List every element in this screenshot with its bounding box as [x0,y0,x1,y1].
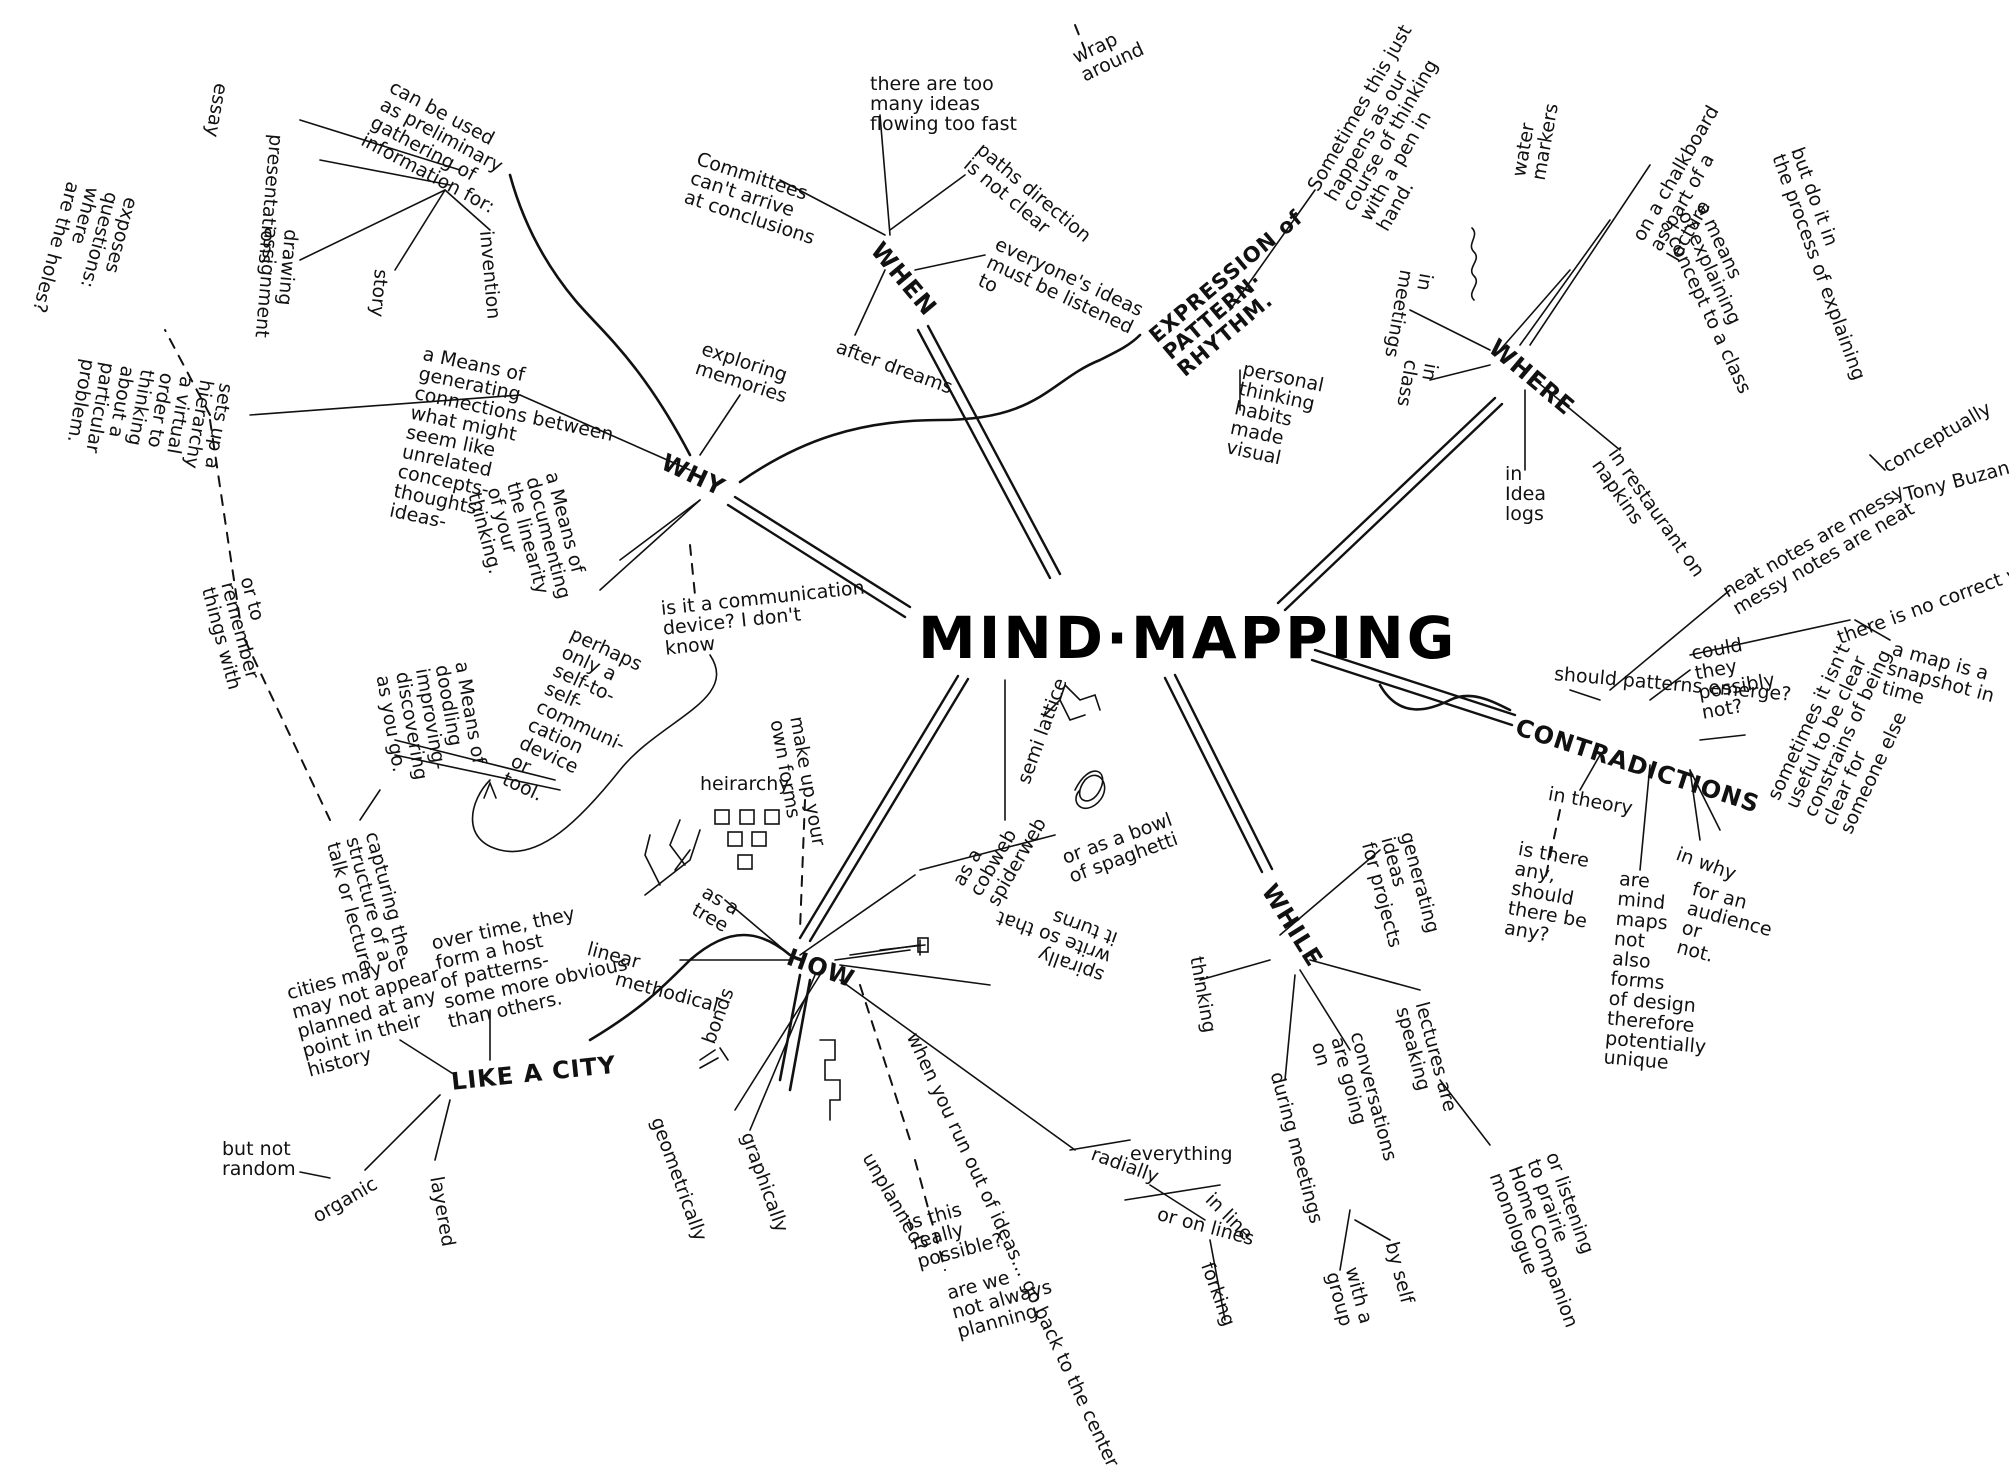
where-class: in class [1393,358,1440,411]
spaghetti-icon [1075,771,1105,808]
curve-expression [740,335,1140,482]
city-not-random: but not random [222,1140,296,1180]
contradictions-could: could they possibly not? [1690,632,1780,724]
trunk-when [918,326,1060,578]
where-lines [1410,165,1650,470]
why-doodling: a Means of doodling improving- discoveri… [372,660,489,785]
curve-wave-water [1471,228,1476,300]
where-idea-logs: in Idea logs [1505,465,1546,525]
tree-icon [645,820,700,895]
graphic-maze-icon [820,1040,840,1120]
bonds-icon [700,1048,728,1068]
heirarchy-icon [715,810,779,869]
when-too-many: there are too many ideas flowing too fas… [870,75,1017,135]
why-story: story [366,268,390,318]
contradictions-is-there: is there any, should there be any? [1503,840,1599,952]
how-everything: everything [1130,1145,1233,1165]
mind-map-canvas: MIND·MAPPING WHY WHEN WHERE HOW WHILE CO… [0,0,2009,1352]
trunk-while [1165,675,1272,872]
center-title: MIND·MAPPING [918,604,1457,672]
trunk-how [800,676,968,941]
